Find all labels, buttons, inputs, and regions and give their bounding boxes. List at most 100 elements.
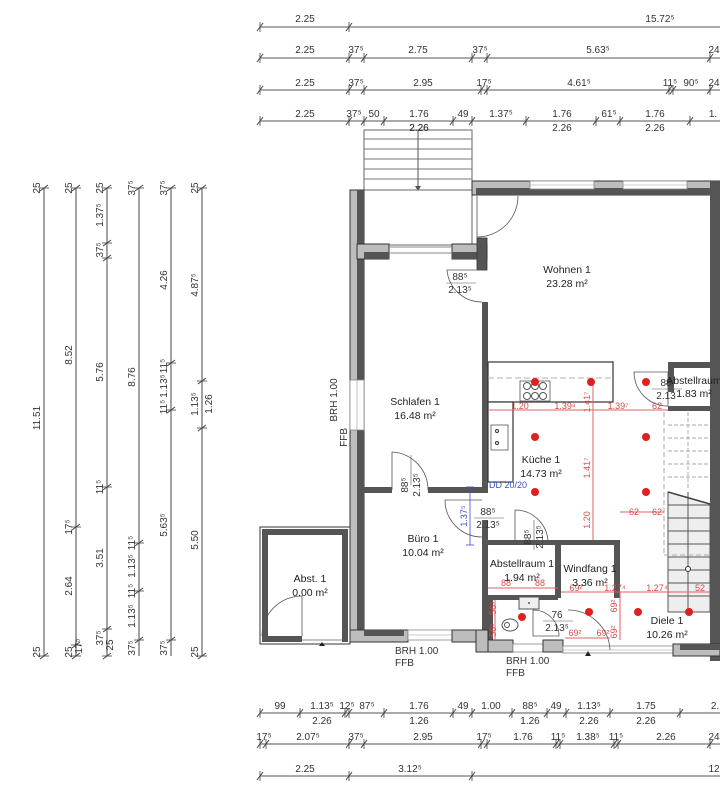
room-area-abst: 0.00 m² — [292, 587, 328, 599]
elec-dim: 56⁵ — [488, 623, 498, 637]
dim-left-c4-0: 37⁵ — [127, 180, 138, 195]
dim-left-c1-2: 25 — [32, 646, 43, 658]
ceiling-light-icon — [642, 433, 650, 441]
dim-left-c2-4: 17⁵ — [74, 638, 85, 653]
dimension-chain-left: 25 11.51 25 25 8.52 17⁵ 2.64 17⁵ 25 25 1… — [32, 180, 215, 660]
entrance-arrow-icon — [585, 651, 591, 656]
interior-staircase — [663, 412, 711, 613]
room-name-abstellraum: Abstellraum 1 — [490, 558, 554, 570]
ceiling-opening-label: DD 20/20 — [489, 480, 527, 490]
dim-bot-r2-9: 2.26 — [656, 732, 676, 743]
ceiling-light-icon — [634, 608, 642, 616]
dim-top-r4-sub-0: 2.26 — [409, 123, 429, 134]
blue-dim: 1.37⁵ — [459, 505, 469, 527]
dim-top-r3-5: 11⁵ — [663, 78, 678, 89]
dim-top-r3-4: 4.61⁵ — [567, 78, 591, 89]
dim-bot-r1-10: 1.75 — [636, 701, 656, 712]
dim-top-r4-4: 49 — [457, 109, 469, 120]
door-swing-flur — [444, 499, 483, 538]
room-area-schlafen: 16.48 m² — [394, 410, 436, 422]
dim-top-r2-2: 2.75 — [408, 45, 428, 56]
dim-bot-r2-3: 2.95 — [413, 732, 433, 743]
dim-top-r4-0: 2.25 — [295, 109, 315, 120]
room-area-wohnen: 23.28 m² — [546, 278, 588, 290]
elec-dim: 62 — [652, 401, 662, 411]
door-swing-terrace — [476, 195, 519, 238]
window-label-brh: BRH 1.00 — [506, 656, 550, 667]
dim-bot-r1-5: 49 — [457, 701, 469, 712]
door-label-width: 88⁵ — [480, 507, 495, 518]
dim-left-c4-3: 1.13⁵ — [127, 554, 138, 578]
dim-left-c5-1: 4.26 — [159, 270, 170, 290]
ceiling-light-icon — [531, 378, 539, 386]
dim-left-c1-1: 11.51 — [32, 405, 43, 430]
dim-left-c4-5: 1.13⁵ — [127, 604, 138, 628]
elec-dim: 69² — [609, 625, 619, 638]
dim-left-c4-2: 11⁵ — [127, 536, 138, 551]
dim-bot-r1-sub-3: 2.26 — [579, 716, 599, 727]
door-label-height: 2.13⁵ — [448, 285, 472, 296]
elec-dim: 1.27⁴ — [646, 583, 668, 593]
dim-left-c3-3: 5.76 — [95, 362, 106, 382]
room-name-kueche: Küche 1 — [522, 454, 561, 466]
door-swing-schlafen — [446, 269, 483, 303]
dim-left-c5-3: 1.13⁵ — [159, 374, 170, 398]
dim-top-r2-0: 2.25 — [295, 45, 315, 56]
dim-top-r2-4: 5.63⁵ — [586, 45, 610, 56]
dim-left-c3-2: 37⁵ — [95, 242, 106, 257]
dim-top-r4-6: 1.76 — [552, 109, 572, 120]
dim-top-r1-1: 15.72⁵ — [645, 14, 674, 25]
ceiling-light-icon — [518, 613, 526, 621]
ceiling-light-icon — [685, 608, 693, 616]
room-name-abstellraum-ne: Abstellraum — [666, 375, 720, 387]
elec-dim: 69² — [568, 628, 581, 638]
room-name-schlafen: Schlafen 1 — [390, 396, 440, 408]
ceiling-light-icon — [531, 488, 539, 496]
door-label-width: 88⁵ — [523, 529, 534, 544]
dim-top-r4-8: 1.76 — [645, 109, 665, 120]
dim-left-c2-2: 17⁵ — [64, 519, 75, 534]
door-swing-entrance — [567, 609, 611, 651]
dim-top-r4-2: 50 — [368, 109, 380, 120]
elec-dim: 56⁵ — [488, 601, 498, 615]
dim-left-c5-5: 5.63⁵ — [159, 513, 170, 537]
elec-dim: 1.39⁷ — [608, 401, 629, 411]
window-label-ffb: FFB — [506, 668, 525, 679]
door-label-width: 88⁵ — [400, 477, 411, 492]
door-swing-abstellraum-ne — [633, 371, 669, 407]
dim-top-r2-3: 37⁵ — [472, 45, 487, 56]
door-label-height: 2.13⁵ — [476, 520, 500, 531]
electrical-layer: 1.20 1.39⁸ 1.39⁷ 62 1.41⁷ 1.41⁷ 1.20 62 … — [488, 378, 710, 640]
window-label-ffb: FFB — [395, 658, 414, 669]
dim-bot-r1-sub-0: 2.26 — [312, 716, 332, 727]
room-name-abst: Abst. 1 — [294, 573, 327, 585]
ceiling-light-icon — [587, 378, 595, 386]
elec-dim: 69² — [596, 628, 609, 638]
dim-top-r3-1: 37⁵ — [348, 78, 363, 89]
dim-bot-r2-2: 37⁵ — [348, 732, 363, 743]
door-swing-shed — [261, 595, 303, 637]
oven-icon — [490, 424, 509, 451]
dimension-chain-bottom: 99 1.13⁵ 12⁵ 87⁵ 1.76 49 1.00 88⁵ 49 1.1… — [256, 701, 720, 782]
room-name-windfang: Windfang 1 — [563, 563, 616, 575]
door-swing-wc — [532, 609, 560, 637]
elec-dim: 69² — [609, 599, 619, 612]
elec-dim: 88 — [501, 578, 511, 588]
dim-left-c6-0: 25 — [190, 182, 201, 194]
elec-dim: 1.41⁷ — [582, 392, 592, 413]
doors — [261, 195, 669, 651]
door-swing-abstellraum — [514, 509, 549, 544]
room-name-wohnen: Wohnen 1 — [543, 264, 591, 276]
elec-dim: 62 — [652, 507, 662, 517]
dim-left-c4-1: 8.76 — [127, 367, 138, 387]
dim-top-r3-3: 17⁵ — [476, 78, 491, 89]
dim-left-c3-1: 1.37⁵ — [95, 203, 106, 227]
dim-left-c3-0: 25 — [95, 182, 106, 194]
elec-dim: 1.20 — [511, 401, 529, 411]
dim-top-r4-1: 37⁵ — [346, 109, 361, 120]
dim-bot-r3-2: 12 — [708, 764, 720, 775]
dim-top-r2-5: 24 — [708, 45, 720, 56]
elec-dim: 1.27⁴ — [604, 583, 626, 593]
door-label-width: 76 — [551, 610, 563, 621]
